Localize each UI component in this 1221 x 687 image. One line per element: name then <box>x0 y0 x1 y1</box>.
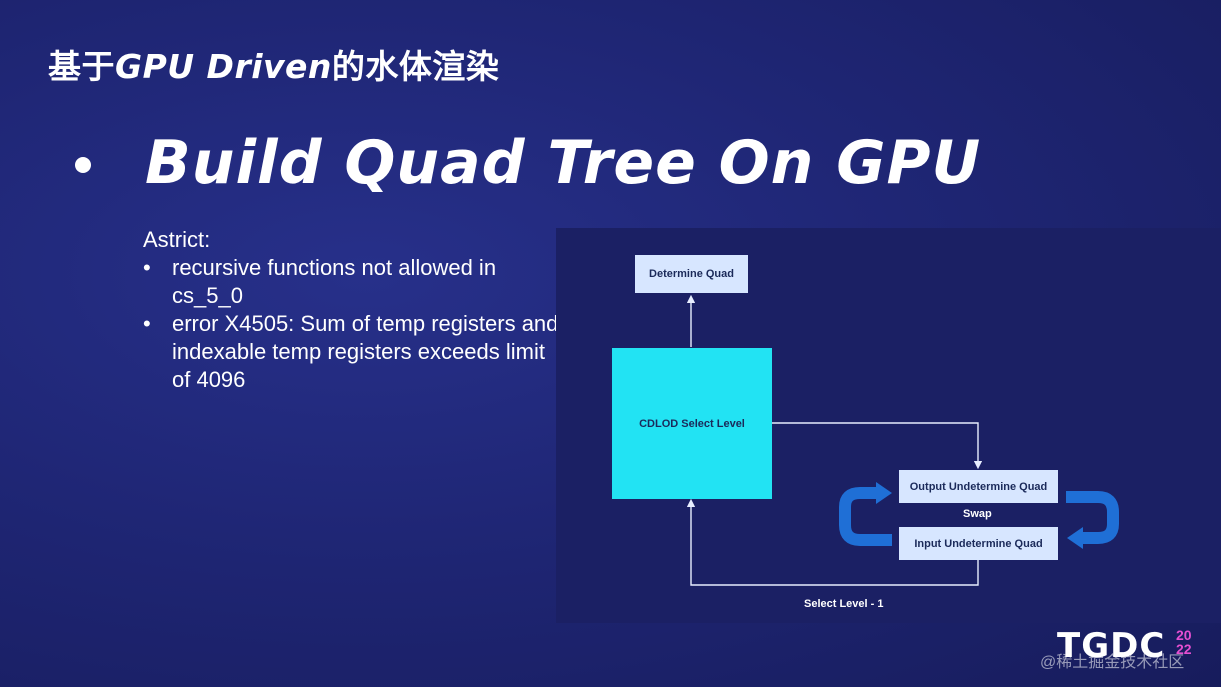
select-level-minus-one-label: Select Level - 1 <box>804 598 884 610</box>
astrict-list: recursive functions not allowed in cs_5_… <box>143 254 563 394</box>
swap-arrow-left-icon <box>839 487 892 546</box>
astrict-item: error X4505: Sum of temp registers and i… <box>143 310 563 394</box>
tgdc-year-bottom: 22 <box>1176 641 1192 657</box>
heading-bullet-icon <box>75 157 91 173</box>
output-undetermine-quad-box: Output Undetermine Quad <box>899 470 1058 503</box>
arrow-cdlod-to-output <box>772 422 983 470</box>
astrict-label: Astrict: <box>143 227 211 252</box>
heading-row: Build Quad Tree On GPU <box>75 128 981 198</box>
slide-title: 基于GPU Driven的水体渲染 <box>48 40 499 88</box>
slide-title-latin: GPU Driven <box>115 47 332 86</box>
watermark: @稀土掘金技术社区 <box>1040 654 1185 671</box>
determine-quad-box: Determine Quad <box>635 255 748 293</box>
slide-title-prefix: 基于 <box>48 47 115 86</box>
tgdc-logo: TGDC <box>1057 626 1166 666</box>
slide-heading: Build Quad Tree On GPU <box>145 128 982 198</box>
swap-label: Swap <box>963 508 992 520</box>
arrow-input-to-cdlod <box>686 498 979 586</box>
swap-arrow-right-icon <box>1066 491 1119 544</box>
tgdc-year: 20 22 <box>1176 628 1192 656</box>
input-undetermine-quad-box: Input Undetermine Quad <box>899 527 1058 560</box>
cdlod-select-level-box: CDLOD Select Level <box>612 348 772 499</box>
astrict-item: recursive functions not allowed in cs_5_… <box>143 254 563 310</box>
tgdc-year-top: 20 <box>1176 627 1192 643</box>
slide-title-suffix: 的水体渲染 <box>331 47 500 86</box>
astrict-block: Astrict: recursive functions not allowed… <box>143 226 563 394</box>
